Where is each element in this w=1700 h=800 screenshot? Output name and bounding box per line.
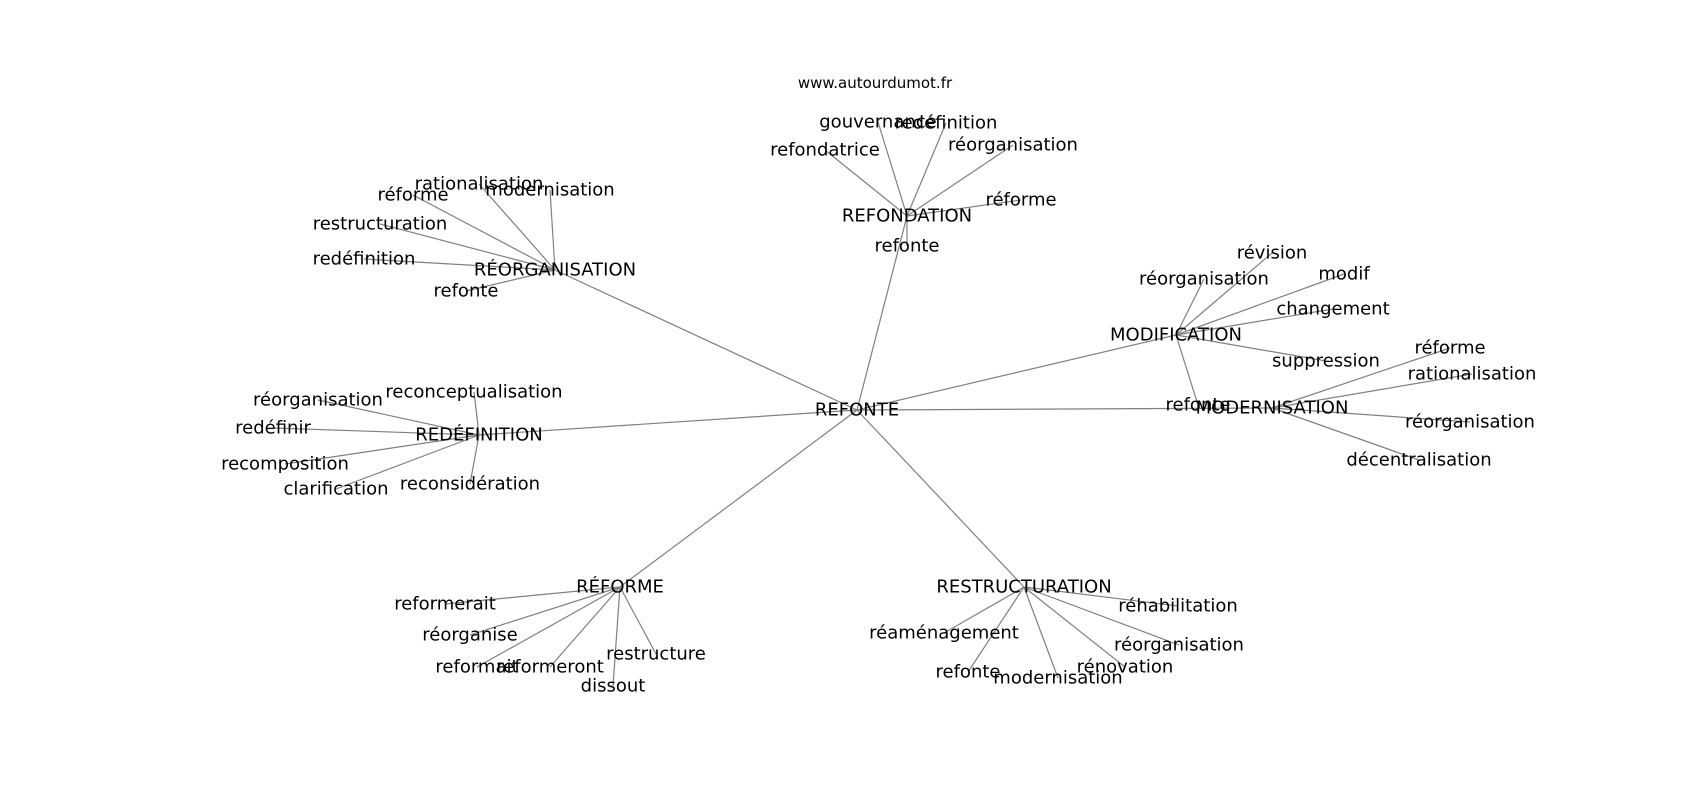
leaf-node: révision xyxy=(1237,243,1308,264)
leaf-node: reformeront xyxy=(496,657,604,678)
leaf-node: dissout xyxy=(581,676,646,697)
leaf-node: réorganisation xyxy=(1405,412,1535,433)
leaf-node: redéfinir xyxy=(235,418,311,439)
edge-center-to-hub xyxy=(478,409,858,436)
edge-hub-to-leaf xyxy=(1023,586,1126,668)
edge-hub-to-leaf xyxy=(363,258,556,271)
edge-hub-to-leaf xyxy=(612,586,621,687)
leaf-node: refonte xyxy=(875,236,940,257)
leaf-node: réorganisation xyxy=(948,135,1078,156)
leaf-node: reconsidération xyxy=(400,474,540,495)
edge-center-to-hub xyxy=(619,409,858,588)
edge-hub-to-leaf xyxy=(967,586,1025,673)
leaf-node: modernisation xyxy=(993,668,1122,689)
leaf-node: modernisation xyxy=(485,180,614,201)
leaf-node: modif xyxy=(1318,264,1370,285)
leaf-node: réforme xyxy=(377,185,448,206)
hub-node: MODIFICATION xyxy=(1110,325,1242,346)
edge-center-to-hub xyxy=(856,407,1273,411)
edge-hub-to-leaf xyxy=(1175,334,1199,406)
edge-hub-to-leaf xyxy=(1271,373,1473,409)
edge-hub-to-leaf xyxy=(619,586,657,655)
edge-hub-to-leaf xyxy=(1175,308,1334,336)
edge-hub-to-leaf xyxy=(1175,334,1327,362)
leaf-node: réorganisation xyxy=(253,390,383,411)
leaf-node: réforme xyxy=(1414,338,1485,359)
leaf-node: changement xyxy=(1276,299,1389,320)
leaf-node: rationalisation xyxy=(1408,364,1537,385)
leaf-node: redéfinition xyxy=(313,249,416,270)
leaf-node: réaménagement xyxy=(869,623,1019,644)
edge-hub-to-leaf xyxy=(906,144,1014,217)
leaf-node: réhabilitation xyxy=(1118,596,1238,617)
edge-hub-to-leaf xyxy=(549,189,556,271)
edge-hub-to-leaf xyxy=(473,391,480,436)
source-label: www.autourdumot.fr xyxy=(798,74,953,92)
edge-hub-to-leaf xyxy=(465,269,556,292)
edge-hub-to-leaf xyxy=(1271,407,1420,461)
edge-hub-to-leaf xyxy=(877,121,908,217)
hub-node: REFONDATION xyxy=(842,206,972,227)
leaf-node: restructure xyxy=(606,644,706,665)
leaf-node: redéfinition xyxy=(895,113,998,134)
leaf-node: reformerait xyxy=(394,594,496,615)
edge-hub-to-leaf xyxy=(272,427,480,436)
edge-hub-to-leaf xyxy=(284,434,480,465)
leaf-node: refonte xyxy=(936,662,1001,683)
edge-center-to-hub xyxy=(554,269,858,411)
leaf-node: refondatrice xyxy=(770,140,880,161)
edge-hub-to-leaf xyxy=(943,586,1025,634)
leaf-node: clarification xyxy=(283,479,388,500)
hub-node: MODERNISATION xyxy=(1196,398,1349,419)
hub-node: RESTRUCTURATION xyxy=(936,577,1111,598)
leaf-node: rationalisation xyxy=(415,174,544,195)
leaf-node: réforme xyxy=(985,190,1056,211)
edge-center-to-hub xyxy=(856,334,1177,411)
hub-node: REDÉFINITION xyxy=(415,424,543,446)
hub-node: RÉORGANISATION xyxy=(474,259,636,281)
leaf-node: réorganise xyxy=(422,625,518,646)
edge-hub-to-leaf xyxy=(335,434,480,490)
edge-hub-to-leaf xyxy=(478,183,556,271)
edge-hub-to-leaf xyxy=(317,399,480,436)
edge-hub-to-leaf xyxy=(469,586,621,636)
edge-hub-to-leaf xyxy=(824,149,908,217)
edge-center-to-hub xyxy=(856,409,1025,588)
node-labels: REFONTE REFONDATION refondatrice gouvernanc… xyxy=(221,112,1536,697)
edge-hub-to-leaf xyxy=(549,586,621,668)
leaf-node: refonte xyxy=(434,281,499,302)
leaf-node: restructuration xyxy=(313,214,448,235)
edge-hub-to-leaf xyxy=(476,586,621,668)
edge-hub-to-leaf xyxy=(1175,278,1205,336)
leaf-node: réorganisation xyxy=(1114,635,1244,656)
leaf-node: reformait xyxy=(435,657,518,678)
edge-hub-to-leaf xyxy=(444,586,621,605)
edge-hub-to-leaf xyxy=(379,223,556,271)
edge-hub-to-leaf xyxy=(1271,347,1451,409)
hub-node: RÉFORME xyxy=(576,576,664,598)
leaf-node: décentralisation xyxy=(1346,450,1491,471)
center-node: REFONTE xyxy=(815,400,899,421)
leaf-node: refonte xyxy=(1166,395,1231,416)
leaf-node: gouvernance xyxy=(819,112,936,133)
edges xyxy=(272,121,1473,687)
edge-hub-to-leaf xyxy=(906,122,947,217)
leaf-node: reconceptualisation xyxy=(385,382,562,403)
edge-hub-to-leaf xyxy=(1023,586,1059,679)
edge-center-to-hub xyxy=(856,215,908,411)
edge-hub-to-leaf xyxy=(1023,586,1179,607)
edge-hub-to-leaf xyxy=(1023,586,1180,646)
edge-hub-to-leaf xyxy=(1271,407,1471,423)
edge-hub-to-leaf xyxy=(412,194,556,271)
leaf-node: rénovation xyxy=(1077,657,1174,678)
edge-hub-to-leaf xyxy=(469,434,480,485)
edge-hub-to-leaf xyxy=(1175,252,1273,336)
leaf-node: recomposition xyxy=(221,454,349,475)
edge-hub-to-leaf xyxy=(1175,273,1345,336)
edge-hub-to-leaf xyxy=(906,199,1022,217)
leaf-node: suppression xyxy=(1272,351,1380,372)
leaf-node: réorganisation xyxy=(1139,269,1269,290)
